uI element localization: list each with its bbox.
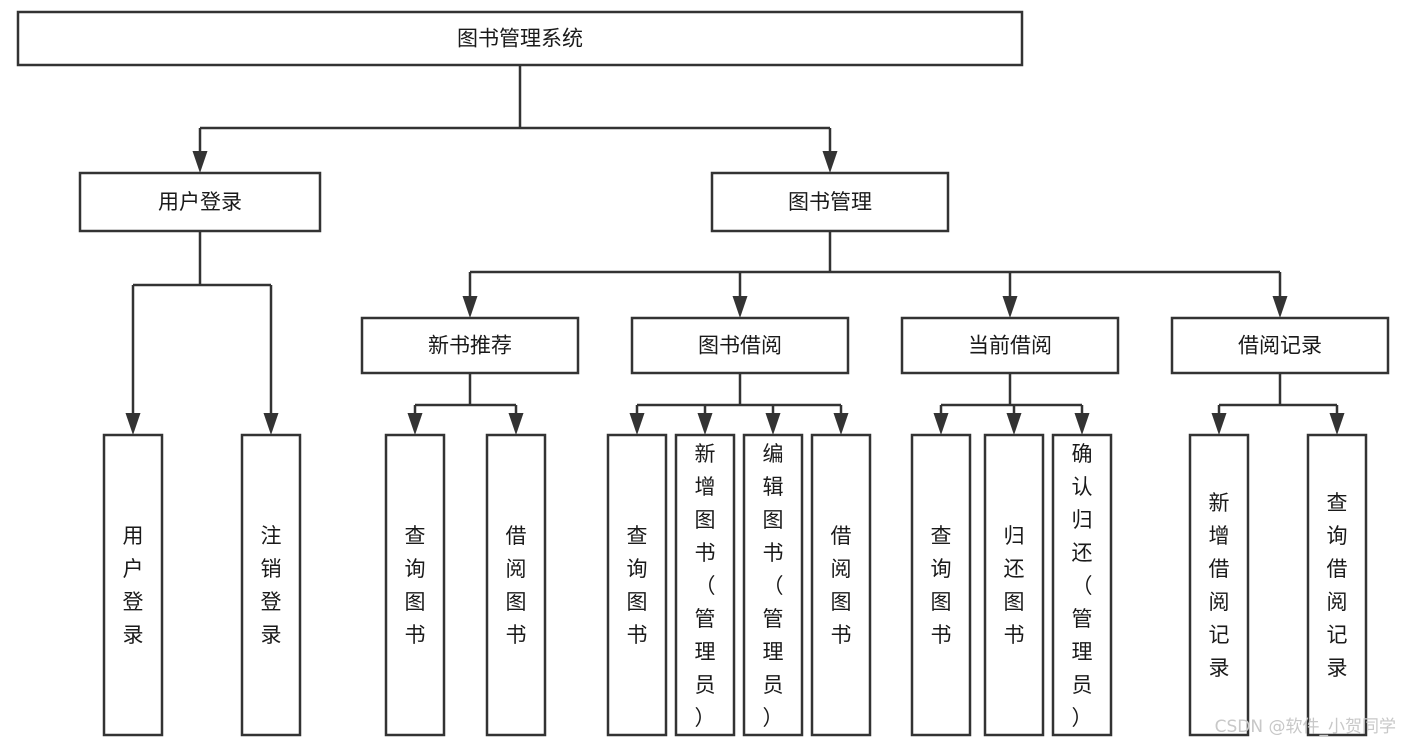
node-box (630, 316, 850, 375)
node-leaf-cur-query[interactable]: 查询图书 (910, 433, 972, 737)
node-user-login[interactable]: 用户登录 (78, 171, 322, 233)
connector-arrowhead (833, 413, 849, 435)
node-label: 借阅记录 (1238, 334, 1322, 358)
node-new-book-rec[interactable]: 新书推荐 (360, 316, 580, 375)
connector-arrowhead (263, 413, 279, 435)
connector-layer (125, 65, 1345, 435)
node-leaf-borrow-edit[interactable]: 编辑图书（管理员） (742, 433, 804, 737)
connector-group-book_manage (462, 231, 1288, 318)
node-label: 图书管理系统 (457, 27, 583, 51)
node-leaf-rec-borrow[interactable]: 借阅图书 (485, 433, 547, 737)
node-layer: 图书管理系统用户登录图书管理新书推荐图书借阅当前借阅借阅记录用户登录注销登录查询… (16, 10, 1390, 737)
node-label: 新书推荐 (428, 334, 512, 358)
connector-arrowhead (1006, 413, 1022, 435)
connector-arrowhead (192, 151, 208, 173)
node-box (606, 433, 668, 737)
node-box (1188, 433, 1250, 737)
node-box (900, 316, 1120, 375)
node-label: 用户登录 (123, 524, 144, 647)
node-leaf-rec-search[interactable]: 查询借阅记录 (1306, 433, 1368, 737)
connector-arrowhead (933, 413, 949, 435)
node-label: 确认归还（管理员） (1072, 442, 1093, 730)
node-leaf-rec-add[interactable]: 新增借阅记录 (1188, 433, 1250, 737)
connector-arrowhead (732, 296, 748, 318)
node-box (1051, 433, 1113, 737)
node-leaf-cur-return[interactable]: 归还图书 (983, 433, 1045, 737)
node-leaf-borrow-query[interactable]: 查询图书 (606, 433, 668, 737)
connector-group-new_book_rec (407, 373, 524, 435)
node-box (1170, 316, 1390, 375)
node-root[interactable]: 图书管理系统 (16, 10, 1024, 67)
csdn-watermark: CSDN @软件_小贺同学 (1215, 717, 1396, 737)
connector-arrowhead (462, 296, 478, 318)
node-box (102, 433, 164, 737)
connector-arrowhead (1074, 413, 1090, 435)
node-box (983, 433, 1045, 737)
node-label: 借阅图书 (506, 524, 527, 647)
connector-group-current_borrow (933, 373, 1090, 435)
node-box (1306, 433, 1368, 737)
node-label: 注销登录 (261, 524, 282, 647)
connector-group-borrow_record (1211, 373, 1345, 435)
node-leaf-borrow-add[interactable]: 新增图书（管理员） (674, 433, 736, 737)
node-box (384, 433, 446, 737)
node-leaf-cur-confirm[interactable]: 确认归还（管理员） (1051, 433, 1113, 737)
node-leaf-borrow-lend[interactable]: 借阅图书 (810, 433, 872, 737)
connector-arrowhead (697, 413, 713, 435)
node-label: 借阅图书 (831, 524, 852, 647)
node-box (16, 10, 1024, 67)
node-box (240, 433, 302, 737)
node-book-borrow[interactable]: 图书借阅 (630, 316, 850, 375)
node-label: 当前借阅 (968, 334, 1052, 358)
node-label: 新增借阅记录 (1209, 491, 1230, 680)
connector-arrowhead (407, 413, 423, 435)
node-box (810, 433, 872, 737)
connector-arrowhead (125, 413, 141, 435)
node-label: 查询图书 (405, 524, 426, 647)
node-label: 图书借阅 (698, 334, 782, 358)
node-box (485, 433, 547, 737)
connector-arrowhead (822, 151, 838, 173)
connector-arrowhead (1329, 413, 1345, 435)
node-label: 新增图书（管理员） (695, 442, 716, 730)
connector-arrowhead (765, 413, 781, 435)
node-book-manage[interactable]: 图书管理 (710, 171, 950, 233)
node-label: 编辑图书（管理员） (763, 442, 784, 730)
node-box (360, 316, 580, 375)
connector-group-root (192, 65, 838, 173)
node-leaf-rec-query[interactable]: 查询图书 (384, 433, 446, 737)
node-current-borrow[interactable]: 当前借阅 (900, 316, 1120, 375)
connector-group-book_borrow (629, 373, 849, 435)
node-leaf-user-logout[interactable]: 注销登录 (240, 433, 302, 737)
connector-arrowhead (629, 413, 645, 435)
node-borrow-record[interactable]: 借阅记录 (1170, 316, 1390, 375)
node-label: 查询图书 (931, 524, 952, 647)
node-box (910, 433, 972, 737)
node-leaf-user-login[interactable]: 用户登录 (102, 433, 164, 737)
connector-group-user_login (125, 231, 279, 435)
connector-arrowhead (1272, 296, 1288, 318)
node-box (710, 171, 950, 233)
node-label: 归还图书 (1004, 524, 1025, 647)
node-label: 查询图书 (627, 524, 648, 647)
node-label: 查询借阅记录 (1327, 491, 1348, 680)
node-box (742, 433, 804, 737)
connector-arrowhead (1211, 413, 1227, 435)
connector-arrowhead (508, 413, 524, 435)
node-box (674, 433, 736, 737)
node-label: 图书管理 (788, 190, 872, 214)
node-box (78, 171, 322, 233)
connector-arrowhead (1002, 296, 1018, 318)
node-label: 用户登录 (158, 190, 242, 214)
